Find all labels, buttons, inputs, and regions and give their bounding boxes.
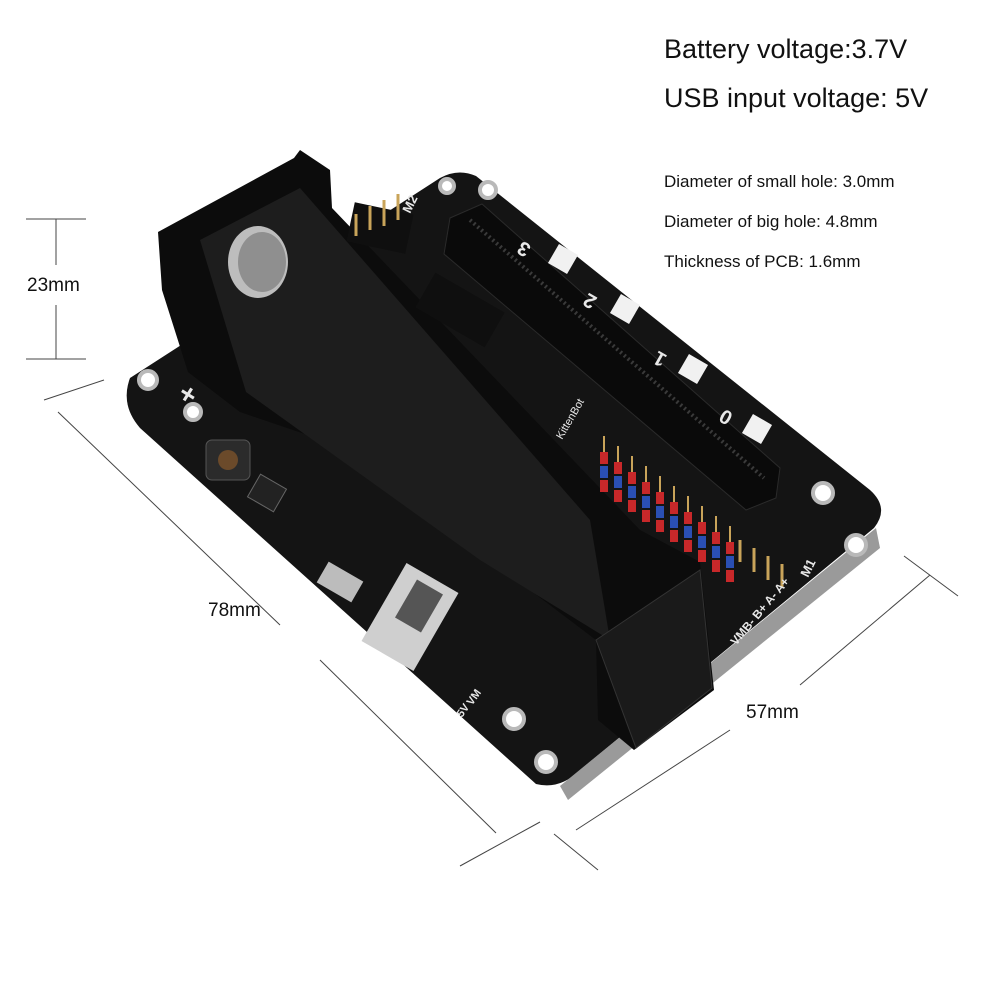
gpio-pin	[712, 546, 720, 558]
big-hole-diameter: Diameter of big hole: 4.8mm	[664, 212, 878, 231]
gpio-pin	[726, 556, 734, 568]
motor-header-bottom-label: M1	[797, 557, 818, 580]
small-hole-diameter: Diameter of small hole: 3.0mm	[664, 172, 895, 191]
gpio-pin	[656, 520, 664, 532]
gpio-pin	[600, 466, 608, 478]
gpio-pin	[642, 482, 650, 494]
gpio-pin	[628, 500, 636, 512]
gpio-pin	[712, 532, 720, 544]
gpio-pin	[684, 512, 692, 524]
battery-voltage: Battery voltage:3.7V	[664, 34, 908, 64]
gpio-pin	[684, 526, 692, 538]
gpio-pin	[712, 560, 720, 572]
mounting-holes	[137, 177, 868, 774]
gpio-pin	[726, 570, 734, 582]
gpio-pin	[684, 540, 692, 552]
gpio-pin	[642, 510, 650, 522]
motor-header-top-label: M2	[399, 193, 420, 216]
gpio-pin	[698, 550, 706, 562]
gpio-pin	[656, 492, 664, 504]
dimension-lines	[26, 218, 959, 871]
gpio-pin	[698, 522, 706, 534]
pcb-thickness: Thickness of PCB: 1.6mm	[664, 252, 861, 271]
gpio-pin	[670, 502, 678, 514]
gpio-pin	[698, 536, 706, 548]
gpio-pin	[600, 480, 608, 492]
edge-connector	[443, 203, 781, 511]
pin-headers	[346, 194, 784, 588]
gpio-pin	[642, 496, 650, 508]
gpio-pin	[628, 486, 636, 498]
led-row	[547, 243, 773, 445]
usb-input-voltage: USB input voltage: 5V	[664, 83, 929, 113]
gpio-pin	[670, 530, 678, 542]
gpio-pin	[614, 476, 622, 488]
battery-holder	[158, 150, 714, 750]
gpio-pin	[628, 472, 636, 484]
length-dimension: 78mm	[208, 600, 261, 621]
gpio-pin	[656, 506, 664, 518]
height-dimension: 23mm	[27, 275, 80, 296]
gpio-pin	[614, 490, 622, 502]
gpio-pin	[600, 452, 608, 464]
width-dimension: 57mm	[746, 702, 799, 723]
gpio-pin	[726, 542, 734, 554]
gpio-pin	[614, 462, 622, 474]
gpio-pin	[670, 516, 678, 528]
board-components	[205, 439, 459, 671]
